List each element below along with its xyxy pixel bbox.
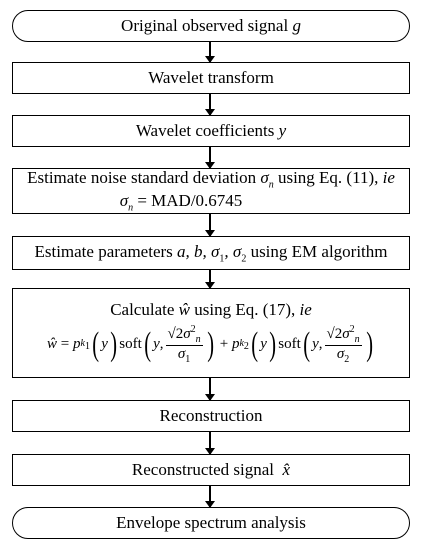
arrow-3 [205,147,215,169]
arrow-4 [205,214,215,237]
step-wavelet-coefficients-label: Wavelet coefficients y [135,121,287,141]
step-reconstruction-label: Reconstruction [159,406,263,426]
step-estimate-parameters: Estimate parameters a, b, σ1, σ2 using E… [12,236,410,270]
step-estimate-noise: Estimate noise standard deviation σn usi… [12,168,410,214]
arrow-8 [205,486,215,508]
arrow-5 [205,270,215,289]
step-wavelet-transform-label: Wavelet transform [148,68,274,88]
step-wavelet-transform: Wavelet transform [12,62,410,94]
arrow-2 [205,94,215,116]
fraction-1: √2σ2n σ1 [165,323,203,366]
step-envelope-spectrum: Envelope spectrum analysis [12,507,410,539]
step-envelope-spectrum-label: Envelope spectrum analysis [116,513,306,533]
arrow-1 [205,42,215,63]
step-reconstruction: Reconstruction [12,400,410,432]
step-estimate-noise-line1: Estimate noise standard deviation σn usi… [27,168,395,191]
step-estimate-parameters-label: Estimate parameters a, b, σ1, σ2 using E… [34,241,388,264]
step-reconstructed-signal: Reconstructed signal x̂ [12,454,410,486]
step-calculate-w-line1: Calculate ŵ using Eq. (17), ie [110,300,312,320]
fraction-2: √2σ2n σ2 [324,323,362,366]
arrow-6 [205,378,215,401]
step-estimate-noise-line2: σn = MAD/0.6745 [119,191,243,214]
step-original-signal-label: Original observed signal g [121,16,301,36]
arrow-7 [205,432,215,455]
step-reconstructed-signal-label: Reconstructed signal x̂ [131,460,291,480]
step-original-signal: Original observed signal g [12,10,410,42]
step-wavelet-coefficients: Wavelet coefficients y [12,115,410,147]
